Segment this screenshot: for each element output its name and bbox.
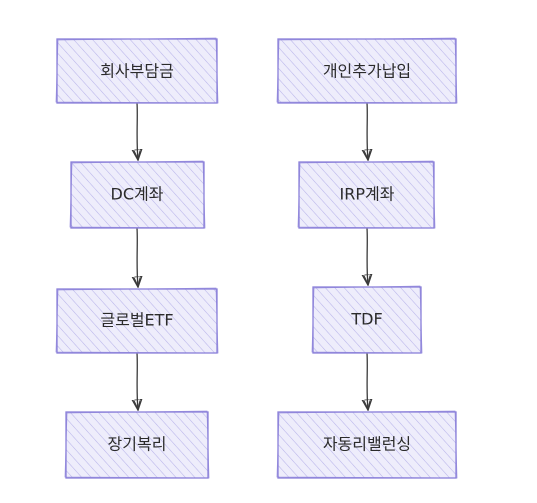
node-label: 개인추가납입 — [323, 62, 411, 81]
node-n5: 개인추가납입 — [276, 37, 458, 104]
edge-n6-n7 — [367, 227, 368, 285]
node-n8: 자동리밸런싱 — [276, 410, 458, 479]
node-n2: DC계좌 — [69, 160, 206, 229]
node-label: DC계좌 — [111, 185, 164, 204]
edge-n3-n4 — [137, 352, 138, 410]
node-label: 글로벌ETF — [100, 311, 173, 330]
node-n3: 글로벌ETF — [55, 287, 219, 354]
edge-layer — [137, 102, 368, 410]
edge-n1-n2 — [137, 102, 138, 160]
node-label: 회사부담금 — [100, 62, 174, 81]
node-label: IRP계좌 — [340, 185, 395, 204]
node-n4: 장기복리 — [64, 410, 210, 479]
node-n7: TDF — [311, 285, 423, 354]
node-n1: 회사부담금 — [55, 37, 219, 104]
node-label: TDF — [350, 310, 382, 329]
edge-n5-n6 — [367, 102, 368, 160]
node-label: 자동리밸런싱 — [323, 435, 411, 454]
edge-n2-n3 — [137, 227, 138, 287]
edge-n7-n8 — [367, 352, 368, 410]
node-n6: IRP계좌 — [297, 160, 436, 229]
node-label: 장기복리 — [108, 435, 167, 454]
